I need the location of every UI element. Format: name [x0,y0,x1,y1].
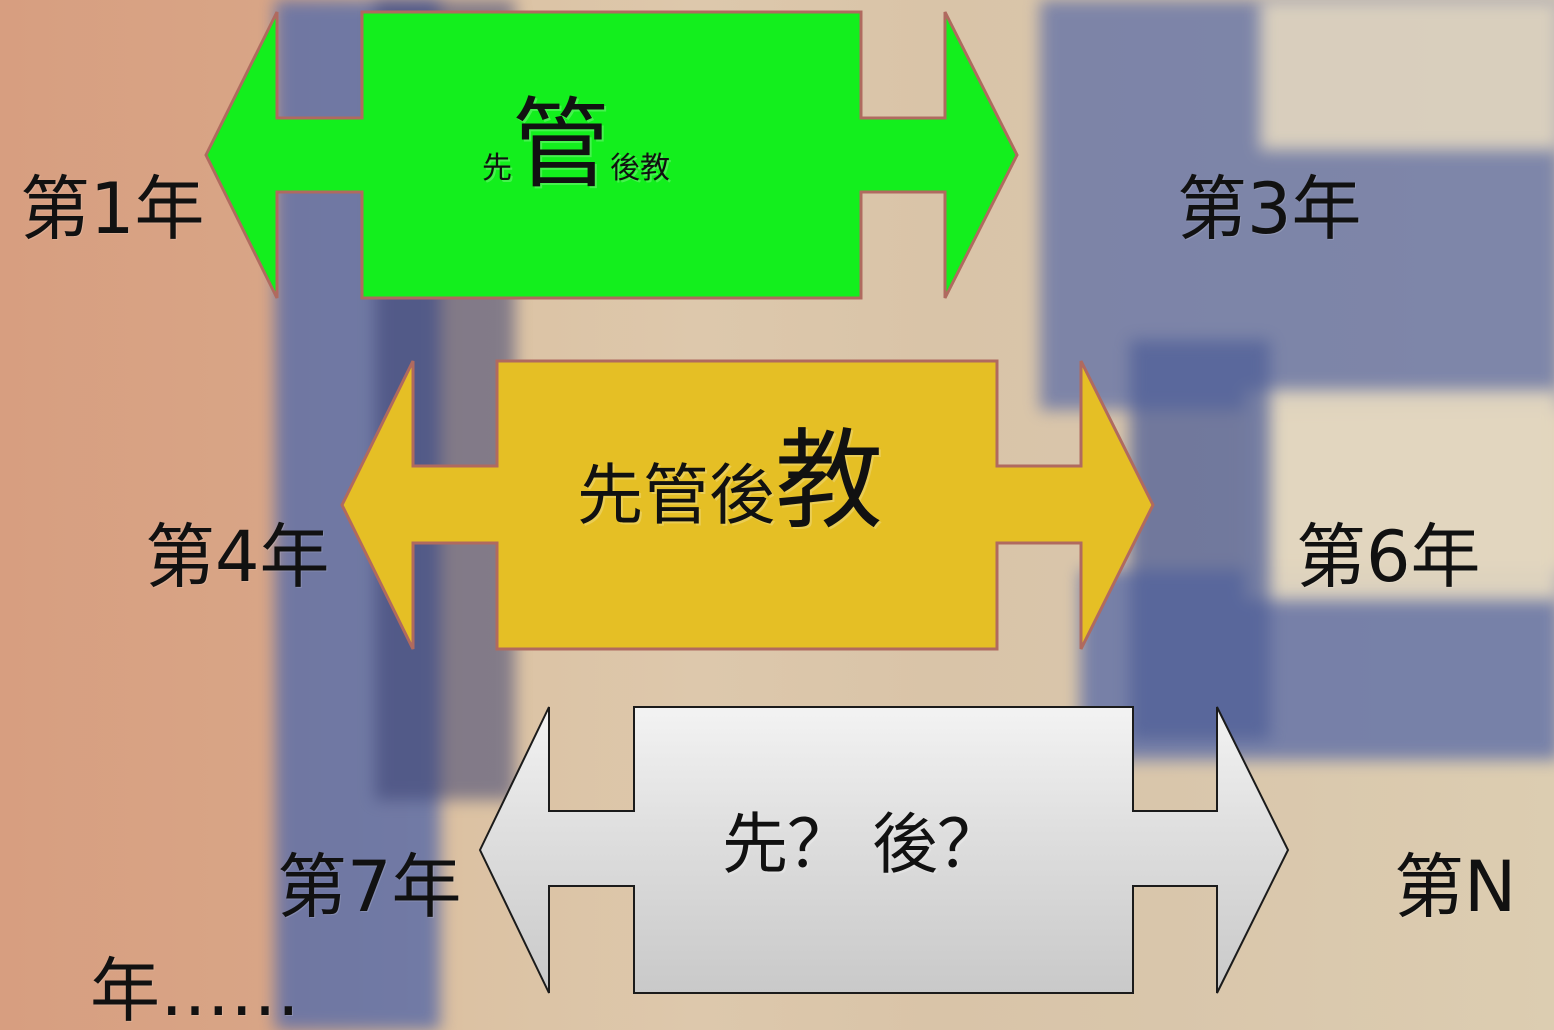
green-double-arrow-shape [204,10,1019,300]
blue-middle-column-block [1130,340,1270,740]
yellow-double-arrow-shape [340,359,1155,651]
light-upper-right-window [1260,0,1554,150]
grey-double-arrow-shape [478,706,1290,994]
light-lower-right-window [1245,390,1554,600]
